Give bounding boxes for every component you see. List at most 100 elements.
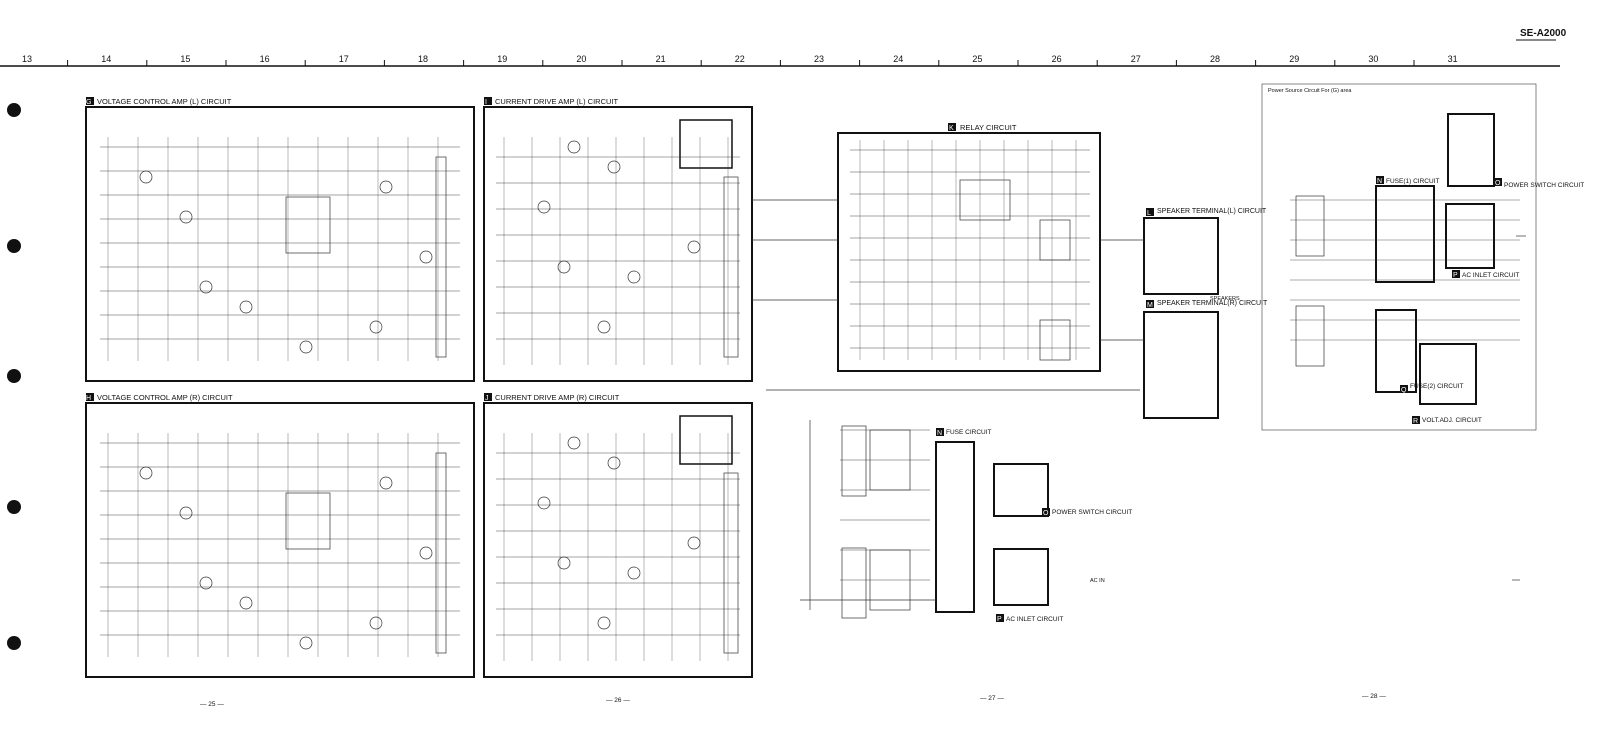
wiring xyxy=(100,137,1526,661)
inset-power-source: Power Source Circuit For (G) area N FUSE… xyxy=(1261,83,1584,431)
block-letter: H xyxy=(86,395,91,402)
transistor-symbol xyxy=(199,576,213,590)
block-letter: P xyxy=(1453,272,1458,279)
transistor-symbol xyxy=(299,636,313,650)
column-number: 30 xyxy=(1368,54,1378,64)
block-title: VOLT.ADJ. CIRCUIT xyxy=(1422,417,1482,424)
block-title: VOLTAGE CONTROL AMP (L) CIRCUIT xyxy=(97,97,232,106)
column-number: 14 xyxy=(101,54,111,64)
component xyxy=(1295,305,1325,367)
transistor-symbol xyxy=(379,180,393,194)
column-number: 22 xyxy=(735,54,745,64)
transistor-symbol xyxy=(567,436,581,450)
block-title: CURRENT DRIVE AMP (R) CIRCUIT xyxy=(495,393,620,402)
component xyxy=(435,452,447,654)
block-letter: R xyxy=(1413,418,1418,425)
binding-hole xyxy=(7,369,21,383)
transistor-symbol xyxy=(239,596,253,610)
inset-title: Power Source Circuit For (G) area xyxy=(1268,88,1352,94)
column-number: 15 xyxy=(180,54,190,64)
speakers-label: SPEAKERS xyxy=(1210,296,1240,302)
transistor-symbol xyxy=(687,536,701,550)
component xyxy=(869,549,911,611)
block-letter: M xyxy=(1147,302,1153,309)
column-number: 16 xyxy=(260,54,270,64)
component xyxy=(841,425,867,497)
binding-hole xyxy=(7,636,21,650)
block-letter: L xyxy=(1147,210,1151,217)
component xyxy=(285,492,331,550)
transistor-symbol xyxy=(607,160,621,174)
page-number: — 27 — xyxy=(980,695,1004,702)
model-label: SE-A2000 xyxy=(1520,28,1567,39)
column-number: 26 xyxy=(1052,54,1062,64)
transistor-symbol xyxy=(369,320,383,334)
binding-hole xyxy=(7,500,21,514)
block-title: AC INLET CIRCUIT xyxy=(1006,616,1063,623)
block-title: VOLTAGE CONTROL AMP (R) CIRCUIT xyxy=(97,393,233,402)
column-number: 29 xyxy=(1289,54,1299,64)
component xyxy=(959,179,1011,221)
transistor-symbol xyxy=(239,300,253,314)
block-title: FUSE(1) CIRCUIT xyxy=(1386,178,1439,185)
page-number: — 26 — xyxy=(606,697,630,704)
block-letter: J xyxy=(485,395,489,402)
block-speaker-terminal-l: L SPEAKER TERMINAL(L) CIRCUIT xyxy=(1143,208,1267,295)
column-number: 24 xyxy=(893,54,903,64)
transistor-symbol xyxy=(567,140,581,154)
transistor-symbol xyxy=(419,250,433,264)
component xyxy=(723,472,739,654)
transistor-symbol xyxy=(179,210,193,224)
ac-in-label: AC IN xyxy=(1090,578,1105,584)
column-number: 27 xyxy=(1131,54,1141,64)
component xyxy=(285,196,331,254)
component xyxy=(1295,195,1325,257)
block-letter: O xyxy=(1495,180,1501,187)
transistor-symbol xyxy=(607,456,621,470)
block-title: SPEAKER TERMINAL(R) CIRCUIT xyxy=(1157,300,1268,307)
transistor-symbol xyxy=(627,270,641,284)
block-title: CURRENT DRIVE AMP (L) CIRCUIT xyxy=(495,97,618,106)
block-letter: I xyxy=(485,99,487,106)
block-letter: K xyxy=(949,125,954,132)
column-number: 31 xyxy=(1448,54,1458,64)
block-relay: K RELAY CIRCUIT xyxy=(837,123,1101,372)
binding-hole xyxy=(7,239,21,253)
column-number: 20 xyxy=(576,54,586,64)
column-number: 18 xyxy=(418,54,428,64)
column-number: 25 xyxy=(972,54,982,64)
transistor-symbol xyxy=(687,240,701,254)
block-title: POWER SWITCH CIRCUIT xyxy=(1504,182,1584,189)
column-number: 19 xyxy=(497,54,507,64)
block-title: FUSE(2) CIRCUIT xyxy=(1410,383,1463,390)
transistor-symbol xyxy=(597,616,611,630)
column-number: 13 xyxy=(22,54,32,64)
transistor-symbol xyxy=(627,566,641,580)
transistor-symbol xyxy=(179,506,193,520)
transistor-symbol xyxy=(597,320,611,334)
page-number: — 28 — xyxy=(1362,693,1386,700)
block-title: FUSE CIRCUIT xyxy=(946,429,992,436)
component xyxy=(435,156,447,358)
block-title: RELAY CIRCUIT xyxy=(960,123,1017,132)
transistor-symbol xyxy=(379,476,393,490)
column-number: 23 xyxy=(814,54,824,64)
component xyxy=(841,547,867,619)
component xyxy=(1039,219,1071,261)
block-letter: Q xyxy=(1401,387,1407,394)
component xyxy=(869,429,911,491)
transistor-symbol xyxy=(139,170,153,184)
transistor-symbol xyxy=(537,496,551,510)
block-title: POWER SWITCH CIRCUIT xyxy=(1052,509,1132,516)
block-voltage-control-amp-l: G VOLTAGE CONTROL AMP (L) CIRCUIT xyxy=(85,97,475,382)
component xyxy=(723,176,739,358)
transistor-symbol xyxy=(369,616,383,630)
transistor-symbol xyxy=(557,260,571,274)
block-fuse: N FUSE CIRCUIT xyxy=(935,428,992,613)
transistor-symbol xyxy=(199,280,213,294)
component xyxy=(1039,319,1071,361)
transistor-symbol xyxy=(299,340,313,354)
binding-hole xyxy=(7,103,21,117)
